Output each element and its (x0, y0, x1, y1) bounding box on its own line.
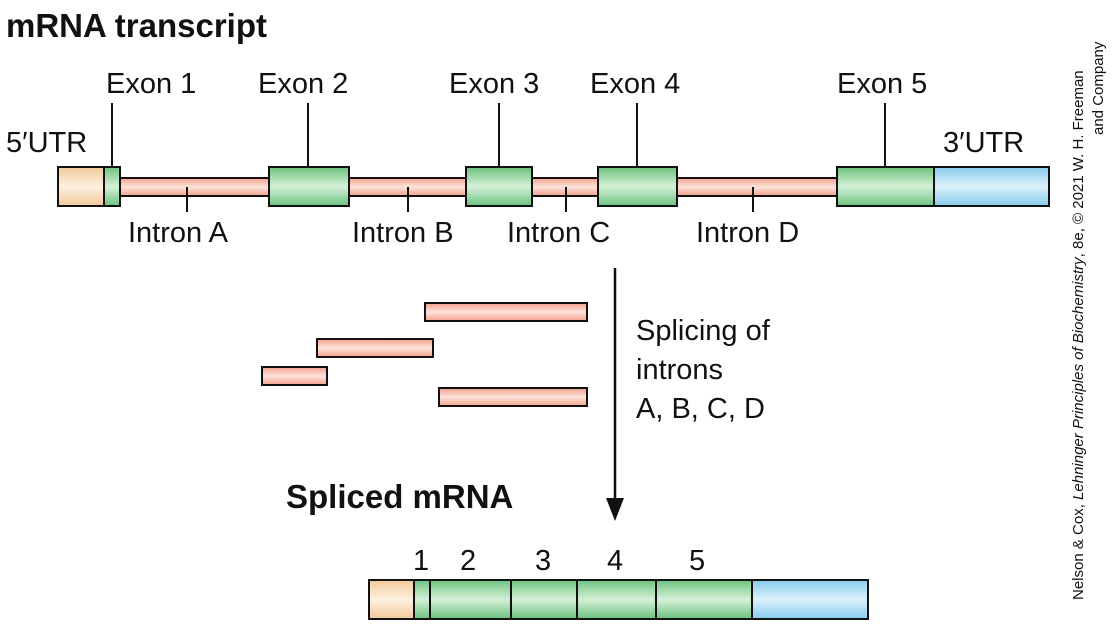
spliced-number-4: 4 (607, 545, 623, 577)
credit-line-1: Nelson & Cox, Lehninger Principles of Bi… (1070, 70, 1087, 600)
exon-2-block (268, 166, 350, 207)
five-utr-label: 5′UTR (6, 127, 87, 159)
spliced-exon-3-block (510, 579, 578, 620)
excised-intron-c (261, 366, 328, 386)
five-utr-block (57, 166, 105, 207)
spliced-exon-1-block (413, 579, 431, 620)
credit-book: Lehninger Principles of Biochemistry (1070, 256, 1087, 500)
spliced-number-2: 2 (460, 545, 476, 577)
credit-edition: , 8e, © 2021 W. H. Freeman (1070, 70, 1087, 257)
exon-4-label: Exon 4 (590, 68, 680, 100)
spliced-number-3: 3 (535, 545, 551, 577)
spliced-three-utr-block (751, 579, 869, 620)
spliced-title: Spliced mRNA (286, 478, 513, 515)
intron-d-label: Intron D (696, 217, 799, 249)
three-utr-label: 3′UTR (943, 127, 1024, 159)
spliced-number-1: 1 (413, 545, 429, 577)
intron-d-bar (676, 177, 838, 197)
splicing-text-line-1: Splicing of (636, 315, 771, 347)
exon-5-block (836, 166, 935, 207)
exon-3-block (465, 166, 533, 207)
exon-1-block (103, 166, 121, 207)
splicing-text-line-3: A, B, C, D (636, 393, 765, 425)
spliced-five-utr-block (368, 579, 415, 620)
svg-text:Nelson & Cox, Lehninger Princi: Nelson & Cox, Lehninger Principles of Bi… (1070, 70, 1087, 600)
exon-2-label: Exon 2 (258, 68, 348, 100)
excised-intron-d (424, 302, 588, 322)
spliced-exon-2-block (429, 579, 512, 620)
exon-5-label: Exon 5 (837, 68, 927, 100)
credit-author: Nelson & Cox, (1070, 500, 1087, 600)
excised-intron-a (438, 387, 588, 407)
transcript-title: mRNA transcript (6, 7, 267, 44)
intron-b-label: Intron B (352, 217, 454, 249)
intron-a-bar (119, 177, 270, 197)
splicing-arrow-head (606, 498, 624, 521)
excised-intron-b (316, 338, 434, 358)
credit-company: and Company (1090, 41, 1107, 135)
credit-line-2: and Company (1090, 41, 1107, 135)
intron-c-label: Intron C (507, 217, 610, 249)
exon-4-block (597, 166, 678, 207)
three-utr-block (933, 166, 1050, 207)
intron-a-label: Intron A (128, 217, 229, 249)
splicing-text-line-2: introns (636, 354, 723, 386)
exon-3-label: Exon 3 (449, 68, 539, 100)
spliced-exon-5-block (655, 579, 753, 620)
spliced-exon-4-block (576, 579, 657, 620)
exon-1-label: Exon 1 (106, 68, 196, 100)
spliced-number-5: 5 (689, 545, 705, 577)
